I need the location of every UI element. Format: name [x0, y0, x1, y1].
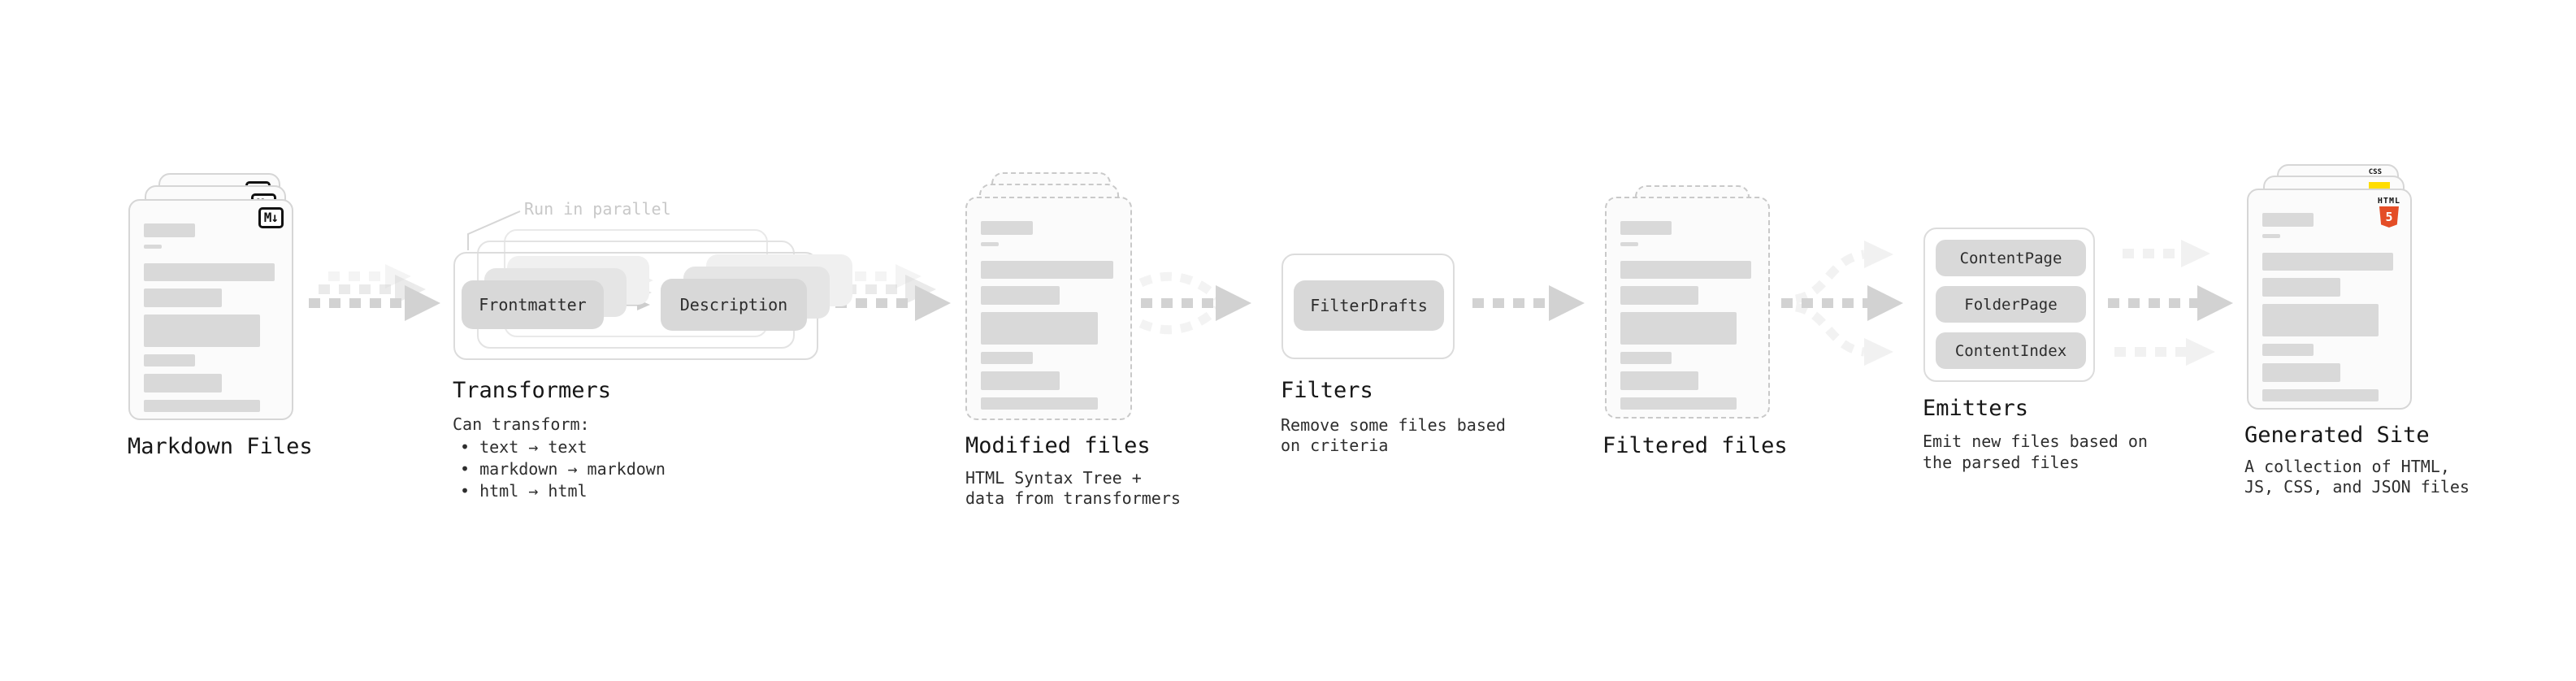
emitters-label: Emitters [1923, 396, 2029, 421]
doc-content-placeholder [981, 221, 1117, 410]
markdown-icon: M↓ [258, 207, 284, 228]
arrow-emitters-to-site [2108, 240, 2233, 366]
modified-file-card [965, 197, 1132, 420]
arrow-filters-to-filtered [1472, 285, 1585, 321]
site-file-card-html: HTML 5 [2247, 189, 2412, 410]
arrow-modified-to-filters [1138, 271, 1251, 335]
modified-files-desc: data from transformers [965, 488, 1181, 508]
doc-content-placeholder [144, 223, 279, 412]
generated-site-desc: A collection of HTML, [2244, 457, 2450, 476]
filters-label: Filters [1281, 378, 1373, 403]
contentpage-pill: ContentPage [1936, 240, 2086, 276]
transformers-note-title: Can transform: [453, 414, 590, 434]
html5-icon: HTML 5 [2378, 197, 2400, 228]
filtered-files-label: Filtered files [1602, 433, 1788, 458]
filters-desc: on criteria [1281, 436, 1389, 455]
frontmatter-pill: Frontmatter [462, 280, 604, 329]
html5-icon-word: HTML [2377, 197, 2400, 206]
emitters-box: ContentPage FolderPage ContentIndex [1923, 228, 2095, 382]
generated-site-desc: JS, CSS, and JSON files [2244, 477, 2470, 497]
description-pill: Description [661, 279, 807, 331]
filtered-file-card [1605, 197, 1770, 419]
doc-content-placeholder [1620, 221, 1755, 410]
run-in-parallel-leader-line [467, 210, 521, 250]
markdown-file-card: M↓ [128, 199, 293, 420]
modified-files-desc: HTML Syntax Tree + [965, 468, 1142, 488]
arrow-markdown-to-transformers [309, 264, 440, 321]
transformers-note-item: • text → text [460, 437, 588, 457]
transformers-label: Transformers [453, 378, 612, 403]
modified-files-label: Modified files [965, 433, 1151, 458]
folderpage-pill: FolderPage [1936, 286, 2086, 323]
filters-box: FilterDrafts [1281, 254, 1455, 359]
html5-icon-shield: 5 [2379, 206, 2399, 228]
contentindex-pill: ContentIndex [1936, 332, 2086, 369]
emitters-desc: Emit new files based on [1923, 432, 2148, 451]
filters-desc: Remove some files based [1281, 415, 1506, 435]
transformers-note-item: • markdown → markdown [460, 459, 666, 479]
arrow-transformers-to-modified [835, 264, 951, 321]
filterdrafts-pill: FilterDrafts [1294, 280, 1444, 331]
arrow-filtered-to-emitters [1781, 241, 1903, 366]
markdown-files-label: Markdown Files [128, 434, 313, 459]
emitters-desc: the parsed files [1923, 453, 2079, 472]
run-in-parallel-note: Run in parallel [524, 199, 671, 219]
doc-content-placeholder [2262, 213, 2397, 401]
transformers-note-item: • html → html [460, 481, 588, 501]
generated-site-label: Generated Site [2244, 423, 2430, 448]
